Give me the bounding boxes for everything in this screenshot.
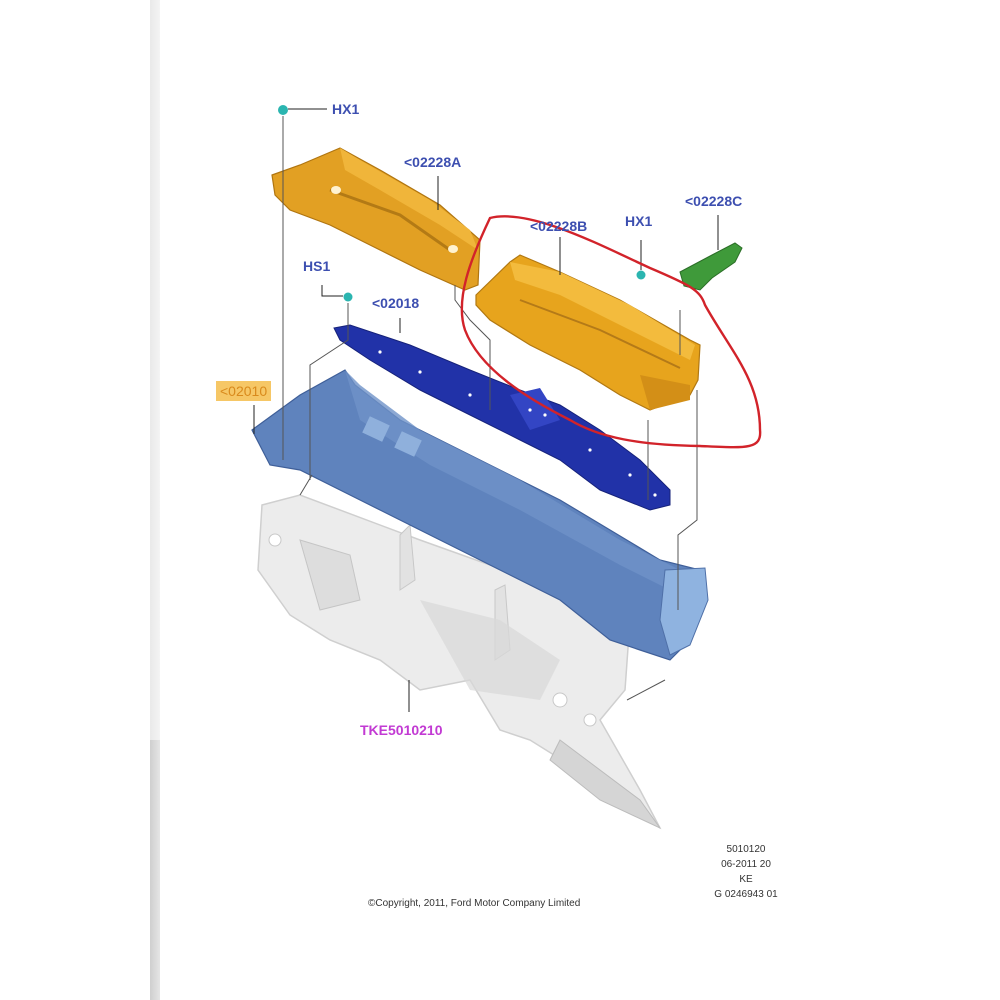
callout-hx1-right: HX1 <box>625 213 653 229</box>
callout-hs1: HS1 <box>303 258 331 274</box>
page-edge-shadow <box>150 740 160 1000</box>
part-tke5010210-dash-panel <box>257 494 662 830</box>
callout-02228c: <02228C <box>685 193 743 209</box>
fastener-hx1-top-icon <box>278 105 288 115</box>
assembly-guide-lines <box>282 116 698 701</box>
drawing-reference-block: 5010120 06-2011 20 KE G 0246943 01 <box>700 842 792 902</box>
ref-line: G 0246943 01 <box>714 889 778 900</box>
part-02228c-bracket <box>679 242 743 291</box>
part-02228a-cowl-top-left <box>271 147 481 291</box>
part-02010-cowl-panel <box>251 369 709 661</box>
copyright-text: ©Copyright, 2011, Ford Motor Company Lim… <box>368 898 581 909</box>
callout-02228b: <02228B <box>530 218 588 234</box>
fastener-hx1-right-icon <box>636 270 646 280</box>
callout-tke5010210: TKE5010210 <box>360 722 443 738</box>
callout-02010-highlighted: <02010 <box>216 381 272 401</box>
ref-line: KE <box>739 874 753 885</box>
callout-02228a: <02228A <box>404 154 462 170</box>
fastener-hs1-icon <box>343 292 353 302</box>
ref-line: 06-2011 20 <box>721 859 771 870</box>
callout-02018: <02018 <box>372 295 420 311</box>
part-02018-cowl-reinforcement <box>333 324 671 511</box>
callout-hx1-top: HX1 <box>332 101 360 117</box>
page-edge-strip <box>150 0 160 1000</box>
red-circle-annotation <box>460 215 762 449</box>
ref-line: 5010120 <box>726 844 766 855</box>
part-02228b-cowl-top-right <box>475 254 701 411</box>
